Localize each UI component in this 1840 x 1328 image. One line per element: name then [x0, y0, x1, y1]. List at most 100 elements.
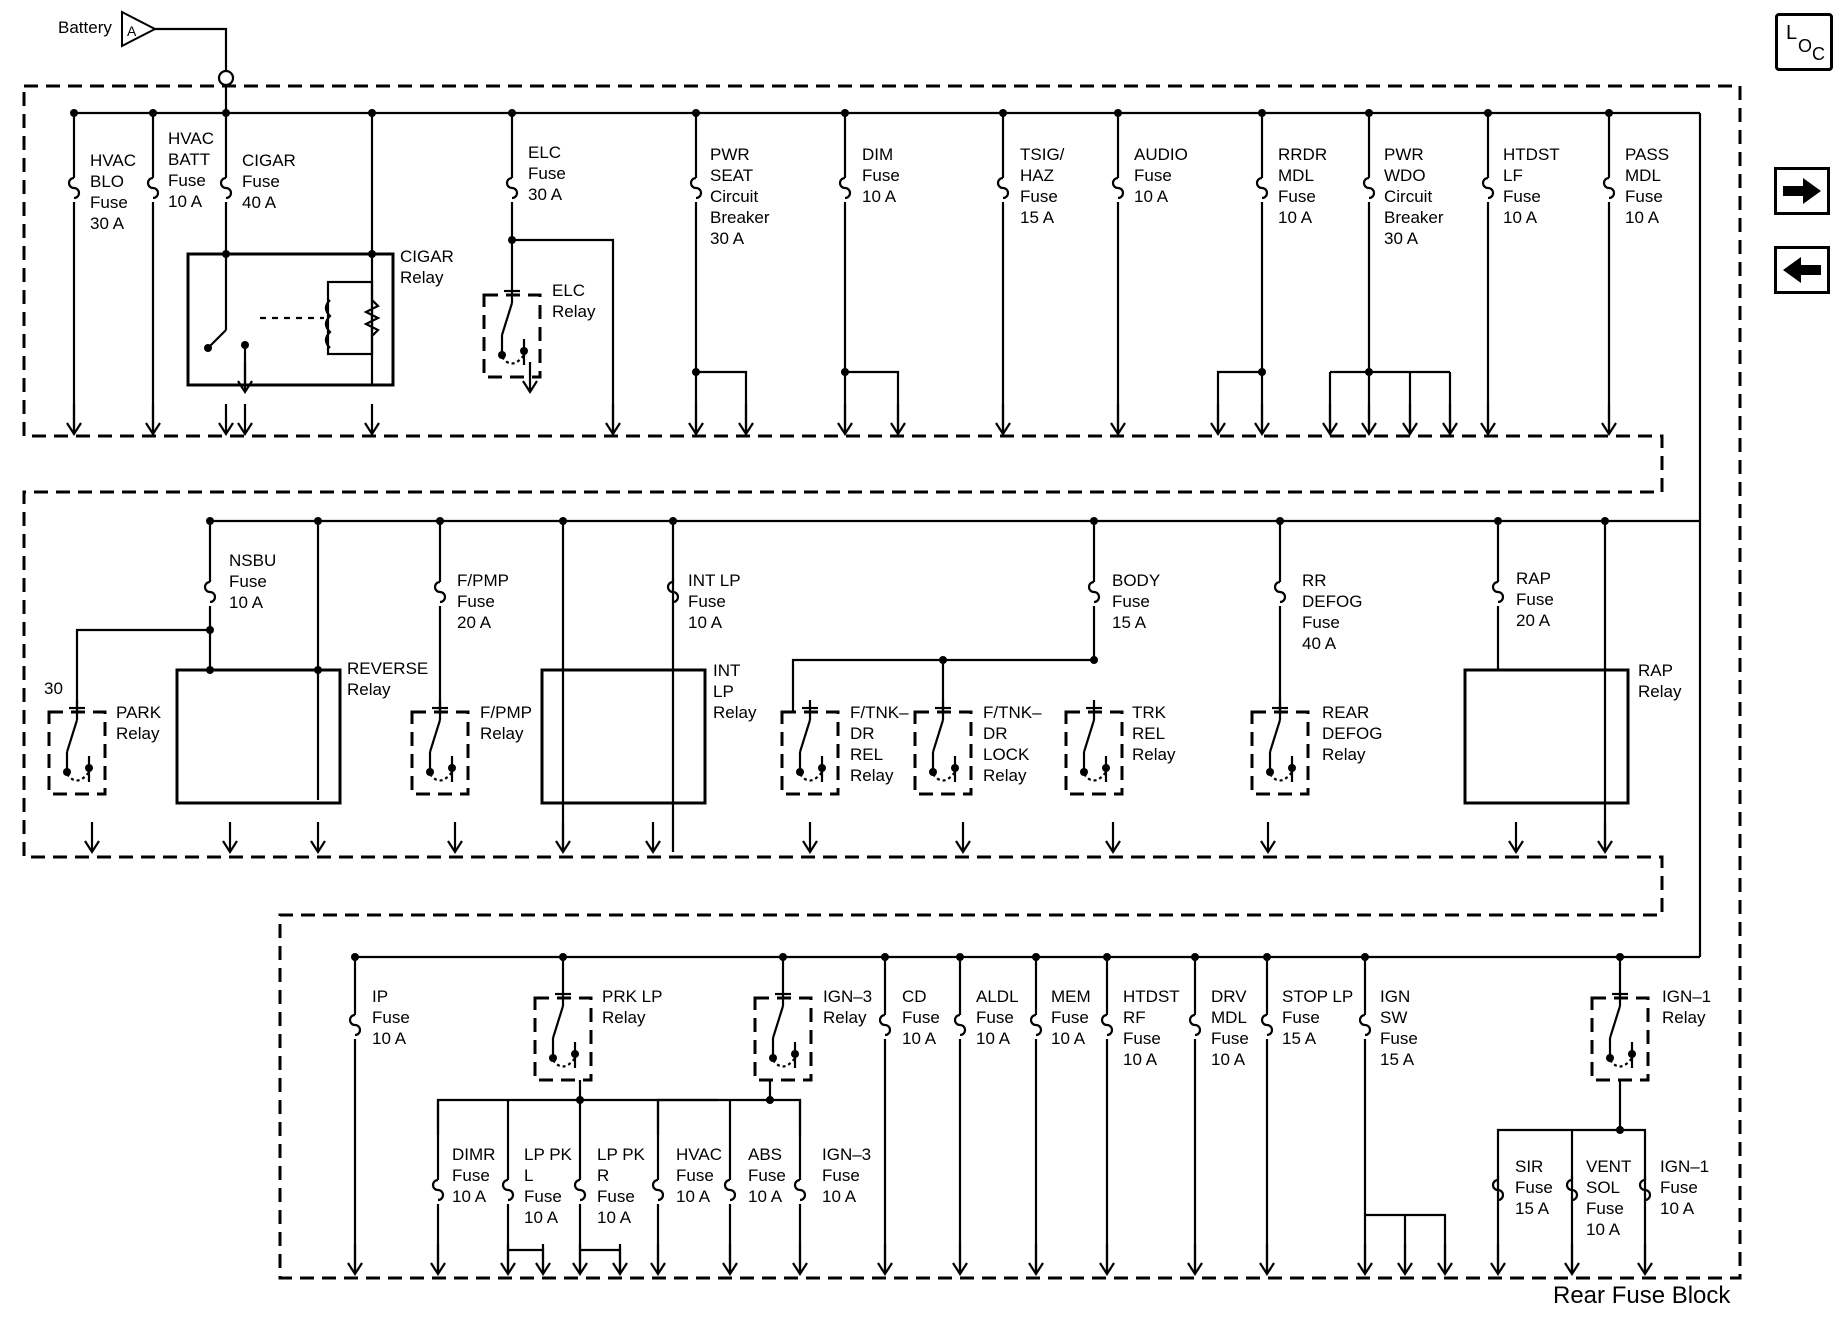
rrdr-mdl-fuse-line: MDL	[1278, 166, 1314, 185]
junction-dot	[520, 347, 528, 355]
wire	[436, 1098, 718, 1135]
aldl-fuse-line: 10 A	[976, 1029, 1011, 1048]
output-arrow	[1402, 422, 1418, 437]
junction-dot	[1266, 768, 1274, 776]
htdst-rf-fuse-line: Fuse	[1123, 1029, 1161, 1048]
fuse-symbol	[1260, 1013, 1274, 1037]
rrdr-mdl-fuse-line: 10 A	[1278, 208, 1313, 227]
junction-dot	[1616, 953, 1624, 961]
forward-button[interactable]	[1774, 167, 1830, 215]
output-arrow	[738, 422, 754, 437]
ftnk-dr-rel-relay-line: F/TNK–	[850, 703, 909, 722]
fuse-symbol	[1029, 1013, 1043, 1037]
mem-fuse-line: MEM	[1051, 987, 1091, 1006]
fuse-symbol	[505, 176, 519, 200]
relay-coil	[324, 299, 332, 349]
elc-fuse-line: Fuse	[528, 164, 566, 183]
ign3-relay-outline	[753, 996, 813, 1082]
output-arrow	[1210, 422, 1226, 437]
output-arrow	[1260, 840, 1276, 855]
ign1-relay-line: Relay	[1662, 1008, 1706, 1027]
hvac-fuse-line: HVAC	[676, 1145, 722, 1164]
switch-arm	[798, 719, 812, 753]
battery-terminal	[217, 69, 235, 87]
trk-rel-relay-line: TRK	[1132, 703, 1167, 722]
relay-resistor	[363, 299, 381, 337]
int-lp-relay-line: INT	[713, 661, 740, 680]
wire	[696, 370, 748, 434]
ftnk-dr-rel-relay-outline	[780, 710, 840, 796]
output-arrow	[877, 1262, 893, 1277]
abs-fuse-line: ABS	[748, 1145, 782, 1164]
output-arrow	[612, 1262, 628, 1277]
coil-link	[66, 771, 90, 782]
tsig-haz-fuse-line: HAZ	[1020, 166, 1054, 185]
pass-mdl-fuse-line: Fuse	[1625, 187, 1663, 206]
lp-pk-r-fuse-line: Fuse	[597, 1187, 635, 1206]
output-arrow	[84, 840, 100, 855]
output-arrow	[995, 422, 1011, 437]
elc-relay-line: ELC	[552, 281, 585, 300]
audio-fuse-line: Fuse	[1134, 166, 1172, 185]
junction-dot	[929, 768, 937, 776]
ign1-fuse-line: Fuse	[1660, 1178, 1698, 1197]
junction-dot	[1606, 1054, 1614, 1062]
body-fuse-line: BODY	[1112, 571, 1160, 590]
output-arrow	[1601, 422, 1617, 437]
output-arrow	[1442, 422, 1458, 437]
output-arrow	[1357, 1262, 1373, 1277]
mem-fuse-line: Fuse	[1051, 1008, 1089, 1027]
dim-fuse-line: Fuse	[862, 166, 900, 185]
junction-dot	[779, 953, 787, 961]
fuse-symbol	[1188, 1013, 1202, 1037]
output-arrow	[837, 422, 853, 437]
cigar-fuse-line: CIGAR	[242, 151, 296, 170]
prk-lp-relay-line: PRK LP	[602, 987, 662, 1006]
output-arrow	[430, 1262, 446, 1277]
junction-dot	[818, 764, 826, 772]
vent-sol-fuse-line: 10 A	[1586, 1220, 1621, 1239]
output-arrow	[688, 422, 704, 437]
hvac-blo-fuse-line: HVAC	[90, 151, 136, 170]
audio-fuse-line: 10 A	[1134, 187, 1169, 206]
drv-mdl-fuse-line: 10 A	[1211, 1050, 1246, 1069]
fuse-symbol	[1638, 1178, 1652, 1202]
back-button[interactable]	[1774, 246, 1830, 294]
ign3-relay-line: Relay	[823, 1008, 867, 1027]
tsig-haz-fuse-line: TSIG/	[1020, 145, 1065, 164]
pwr-wdo-breaker-line: 30 A	[1384, 229, 1419, 248]
output-arrow	[1028, 1262, 1044, 1277]
output-arrow	[1361, 422, 1377, 437]
wire	[207, 329, 227, 349]
output-arrow	[237, 380, 253, 395]
fuse-symbol	[1358, 1013, 1372, 1037]
fuse-symbol	[1100, 1013, 1114, 1037]
fuse-symbol	[1565, 1178, 1579, 1202]
location-button[interactable]: L O C	[1775, 13, 1833, 71]
pwr-seat-breaker-line: Circuit	[710, 187, 758, 206]
pwr-wdo-breaker-line: WDO	[1384, 166, 1426, 185]
forward-arrow-icon	[1783, 178, 1821, 204]
junction-dot	[1484, 109, 1492, 117]
hvac-blo-fuse-line: 30 A	[90, 214, 125, 233]
junction-dot	[576, 1096, 584, 1104]
junction-dot	[314, 517, 322, 525]
junction-dot	[1276, 517, 1284, 525]
rap-relay-line: RAP	[1638, 661, 1673, 680]
battery-label: Battery	[58, 18, 112, 37]
coil-link	[772, 1057, 796, 1068]
lp-pk-l-fuse-line: Fuse	[524, 1187, 562, 1206]
switch-arm	[931, 719, 945, 753]
